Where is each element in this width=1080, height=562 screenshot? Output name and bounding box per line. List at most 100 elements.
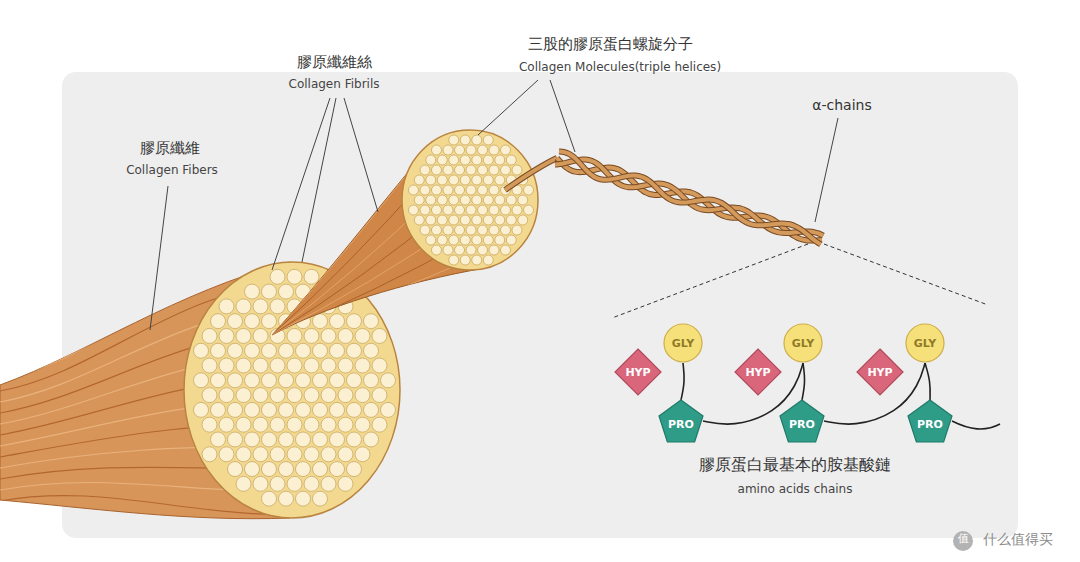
fibril-dot bbox=[211, 343, 226, 358]
fibril-dot bbox=[472, 195, 482, 205]
fibril-dot bbox=[512, 165, 522, 175]
fibril-dot bbox=[489, 245, 499, 255]
fibril-dot bbox=[443, 245, 453, 255]
fibril-streak bbox=[272, 208, 448, 335]
part-label: 膠原蛋白最基本的胺基酸鏈 bbox=[699, 456, 891, 474]
fibril-dot bbox=[355, 388, 370, 403]
fibril-dot bbox=[287, 476, 302, 491]
fibril-dot bbox=[460, 195, 470, 205]
watermark-icon bbox=[953, 531, 973, 551]
fiber-streak bbox=[0, 308, 295, 402]
fibril-streak bbox=[272, 160, 418, 335]
part-label: α-chains bbox=[812, 97, 872, 113]
fibril-dot bbox=[489, 225, 499, 235]
part-label: amino acids chains bbox=[738, 483, 853, 497]
fibril-dot bbox=[478, 245, 488, 255]
fibril-dot bbox=[253, 358, 268, 373]
fibril-dot bbox=[270, 476, 285, 491]
fibril-dot bbox=[262, 491, 277, 506]
fibril-dot bbox=[483, 235, 493, 245]
fibril-dot bbox=[455, 225, 465, 235]
fibril-dot bbox=[253, 299, 268, 314]
fibril-dot bbox=[270, 388, 285, 403]
fibril-dot bbox=[472, 255, 482, 265]
fibril-dot bbox=[253, 447, 268, 462]
fibril-dot bbox=[338, 447, 353, 462]
fibril-dot bbox=[287, 417, 302, 432]
fibril-dot bbox=[472, 155, 482, 165]
triple-helix bbox=[555, 151, 823, 244]
fibril-dot bbox=[483, 155, 493, 165]
fibril-dot bbox=[313, 373, 328, 388]
fibril-dot bbox=[270, 417, 285, 432]
fibril-dot bbox=[219, 417, 234, 432]
fibril-dot bbox=[483, 175, 493, 185]
fibril-dot bbox=[262, 373, 277, 388]
fiber-cross-section bbox=[184, 262, 400, 518]
fibril-dot bbox=[364, 373, 379, 388]
fibril-dot bbox=[466, 225, 476, 235]
leader-line bbox=[150, 186, 168, 330]
gly-circle: GLY bbox=[905, 323, 945, 363]
fibril-dot bbox=[270, 358, 285, 373]
fibril-dot bbox=[372, 417, 387, 432]
part-label: 膠原纖維絲 bbox=[297, 54, 372, 71]
alpha-chain bbox=[559, 151, 821, 244]
fibril-dot bbox=[321, 417, 336, 432]
fibril-dot bbox=[245, 314, 260, 329]
fibril-dot bbox=[501, 205, 511, 215]
hyp-diamond-outline bbox=[857, 349, 903, 395]
fibril-dot bbox=[262, 432, 277, 447]
fibril-dot bbox=[211, 432, 226, 447]
fibril-dot bbox=[253, 476, 268, 491]
fibril-dot bbox=[466, 205, 476, 215]
fibril-dot bbox=[483, 135, 493, 145]
fibril-dot bbox=[279, 284, 294, 299]
amino-acid-name: PRO bbox=[668, 418, 694, 431]
fibril-dot bbox=[483, 255, 493, 265]
hyp-diamond-outline bbox=[735, 349, 781, 395]
fibril-dot bbox=[489, 185, 499, 195]
fibril-streak bbox=[272, 240, 468, 335]
fibril-dot bbox=[211, 314, 226, 329]
fibril-dot bbox=[313, 432, 328, 447]
fibril-dot bbox=[432, 205, 442, 215]
chain-bond bbox=[681, 363, 684, 400]
fibril-dot bbox=[347, 343, 362, 358]
fibril-dot bbox=[287, 388, 302, 403]
amino-acid-name: HYP bbox=[745, 366, 770, 379]
fibril-dot bbox=[495, 215, 505, 225]
fibril-dot bbox=[466, 165, 476, 175]
fibril-dot bbox=[194, 402, 209, 417]
leader-line bbox=[478, 80, 538, 135]
fibril-dot bbox=[455, 185, 465, 195]
fibril-dot bbox=[426, 235, 436, 245]
fibril-dot bbox=[478, 165, 488, 175]
amino-acid-name: GLY bbox=[792, 337, 814, 350]
fibril-dot bbox=[347, 314, 362, 329]
fibril-dot bbox=[364, 343, 379, 358]
fibril-dot bbox=[330, 462, 345, 477]
part-label: 三股的膠原蛋白螺旋分子 bbox=[528, 36, 693, 53]
fibril-dot bbox=[228, 314, 243, 329]
fibril-dot bbox=[211, 402, 226, 417]
fibril-dot bbox=[313, 314, 328, 329]
fibril-dot bbox=[321, 328, 336, 343]
fibril-dot bbox=[443, 205, 453, 215]
fibril-dot bbox=[372, 358, 387, 373]
fibril-dot bbox=[409, 185, 419, 195]
fibril-dot bbox=[296, 343, 311, 358]
fibril-dot bbox=[478, 205, 488, 215]
fibril-dot bbox=[518, 215, 528, 225]
fibril-dot bbox=[245, 343, 260, 358]
fibril-dot bbox=[330, 373, 345, 388]
fibril-dot bbox=[262, 402, 277, 417]
fibril-dot bbox=[524, 205, 534, 215]
fibril-dot bbox=[347, 462, 362, 477]
fibril-dot bbox=[304, 417, 319, 432]
fibril-dot bbox=[426, 215, 436, 225]
fibril-dot bbox=[501, 225, 511, 235]
fibril-dot bbox=[236, 447, 251, 462]
fibril-dot bbox=[279, 462, 294, 477]
fibril-dot bbox=[296, 373, 311, 388]
